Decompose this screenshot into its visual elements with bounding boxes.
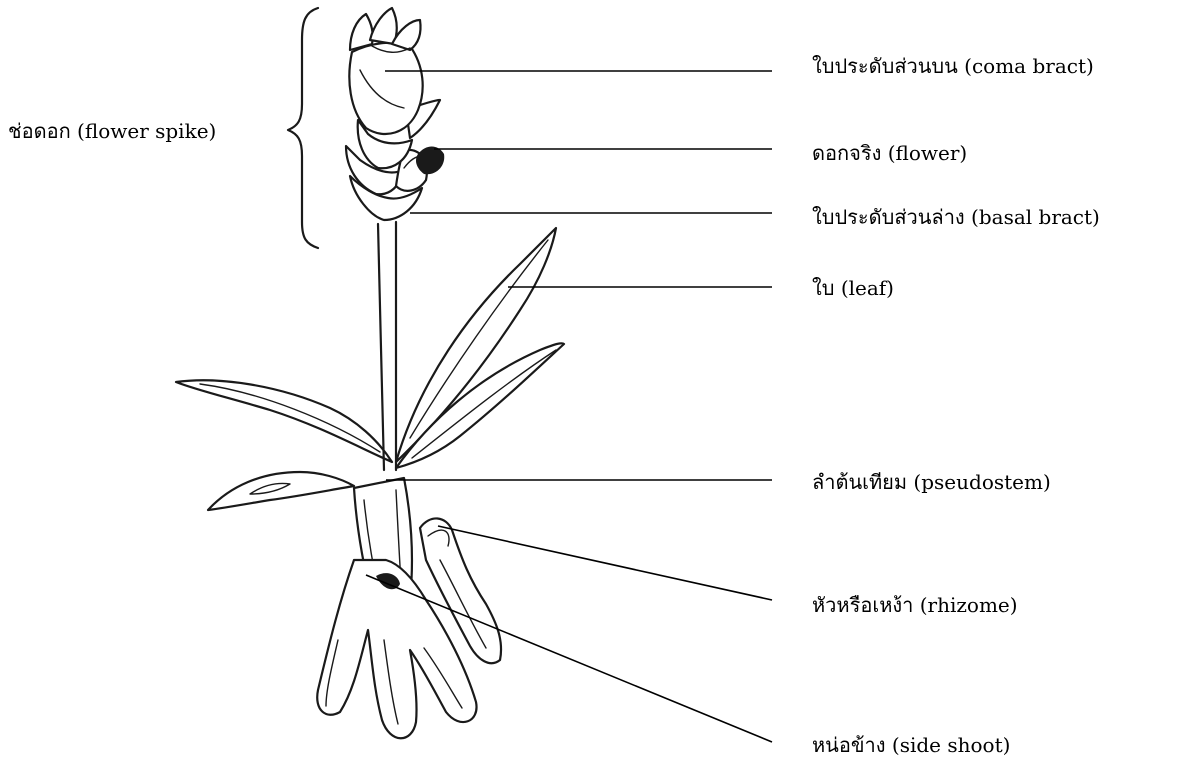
flower-stalk xyxy=(378,224,384,470)
leaf-right-large xyxy=(396,228,556,462)
label-flower-spike: ช่อดอก (flower spike) xyxy=(8,119,216,143)
label-flower: ดอกจริง (flower) xyxy=(812,141,967,165)
label-coma-bract: ใบประดับส่วนบน (coma bract) xyxy=(812,54,1094,78)
label-leaf: ใบ (leaf) xyxy=(812,276,894,300)
label-pseudostem: ลำต้นเทียม (pseudostem) xyxy=(812,470,1051,494)
label-basal-bract: ใบประดับส่วนล่าง (basal bract) xyxy=(812,205,1100,229)
leader-rhizome xyxy=(438,526,772,600)
leaf-left-lower xyxy=(208,472,354,510)
label-side-shoot: หน่อข้าง (side shoot) xyxy=(812,733,1010,757)
coma-bract-shape xyxy=(349,43,422,134)
label-rhizome: หัวหรือเหง้า (rhizome) xyxy=(812,593,1018,617)
leaf-left-long xyxy=(176,380,392,462)
flower-shape xyxy=(416,147,444,175)
flower-spike-brace xyxy=(288,8,318,248)
